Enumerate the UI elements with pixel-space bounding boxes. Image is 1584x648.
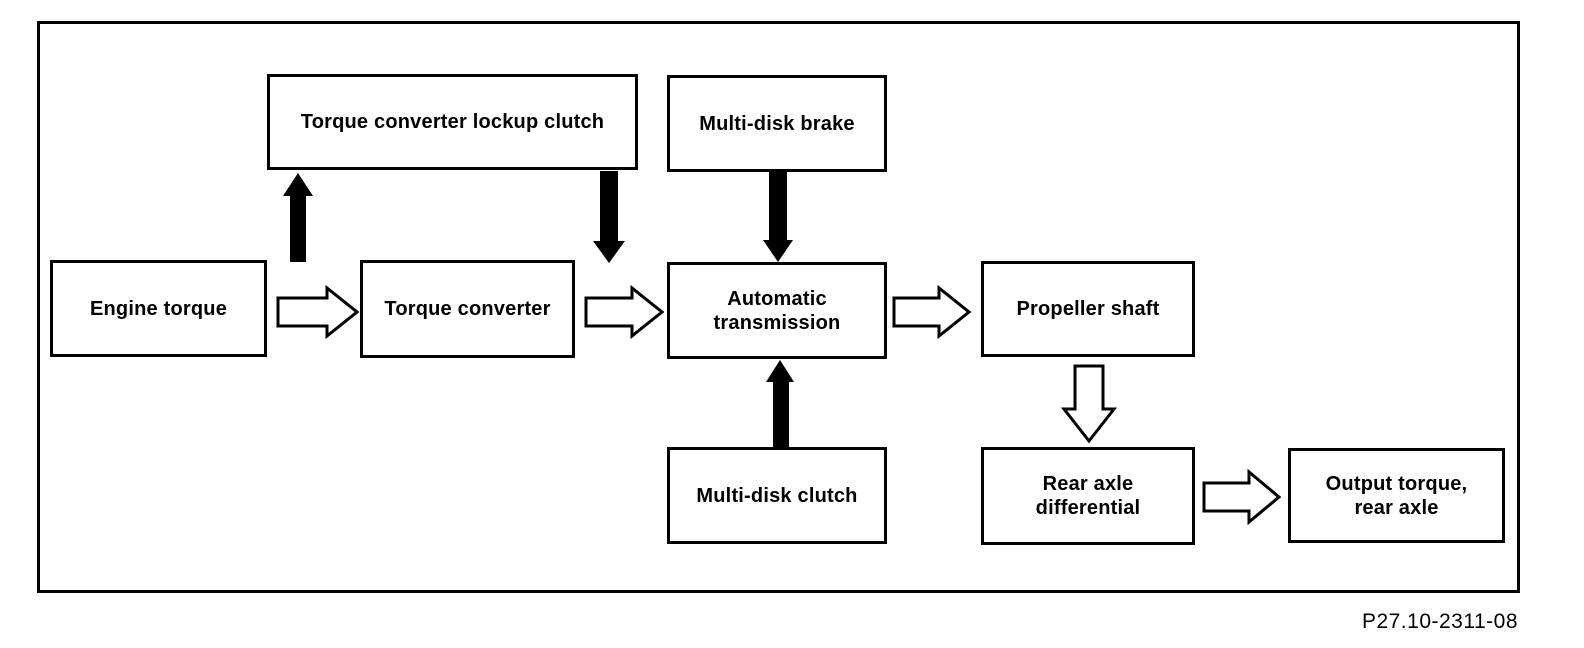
block-arrow-converter-to-transmission <box>584 284 665 340</box>
block-arrow-transmission-to-propeller-shaft <box>892 284 972 340</box>
torque-converter-box: Torque converter <box>360 260 575 358</box>
torque-converter-lockup-clutch-box: Torque converter lockup clutch <box>267 74 638 170</box>
engine-torque-box: Engine torque <box>50 260 267 357</box>
engine-torque-label: Engine torque <box>89 297 228 320</box>
torque-converter-label: Torque converter <box>384 298 551 320</box>
rear-axle-differential-label: Rear axle differential <box>1035 473 1141 519</box>
automatic-transmission-box: Automatic transmission <box>667 262 887 359</box>
propeller-shaft-box: Propeller shaft <box>981 261 1195 357</box>
solid-down-arrow-brake-to-transmission <box>763 172 793 262</box>
block-arrow-propeller-shaft-to-differential <box>1060 364 1118 444</box>
block-arrow-engine-to-converter <box>276 284 360 340</box>
solid-up-arrow-clutch-to-transmission <box>766 360 794 448</box>
torque-converter-lockup-clutch-label: Torque converter lockup clutch <box>300 111 605 133</box>
output-torque-rear-axle-label: Output torque, rear axle <box>1325 472 1468 519</box>
solid-down-arrow-from-lockup-clutch <box>593 171 625 263</box>
multi-disk-brake-box: Multi-disk brake <box>667 75 887 172</box>
propeller-shaft-label: Propeller shaft <box>1016 298 1160 320</box>
solid-up-arrow-to-lockup-clutch <box>283 173 313 262</box>
output-torque-rear-axle-box: Output torque, rear axle <box>1288 448 1505 543</box>
multi-disk-clutch-label: Multi-disk clutch <box>696 484 858 507</box>
automatic-transmission-label: Automatic transmission <box>713 287 841 334</box>
figure-code: P27.10-2311-08 <box>1361 610 1518 633</box>
multi-disk-brake-label: Multi-disk brake <box>699 112 855 135</box>
block-arrow-differential-to-output <box>1202 468 1282 526</box>
rear-axle-differential-box: Rear axle differential <box>981 447 1195 545</box>
multi-disk-clutch-box: Multi-disk clutch <box>667 447 887 544</box>
